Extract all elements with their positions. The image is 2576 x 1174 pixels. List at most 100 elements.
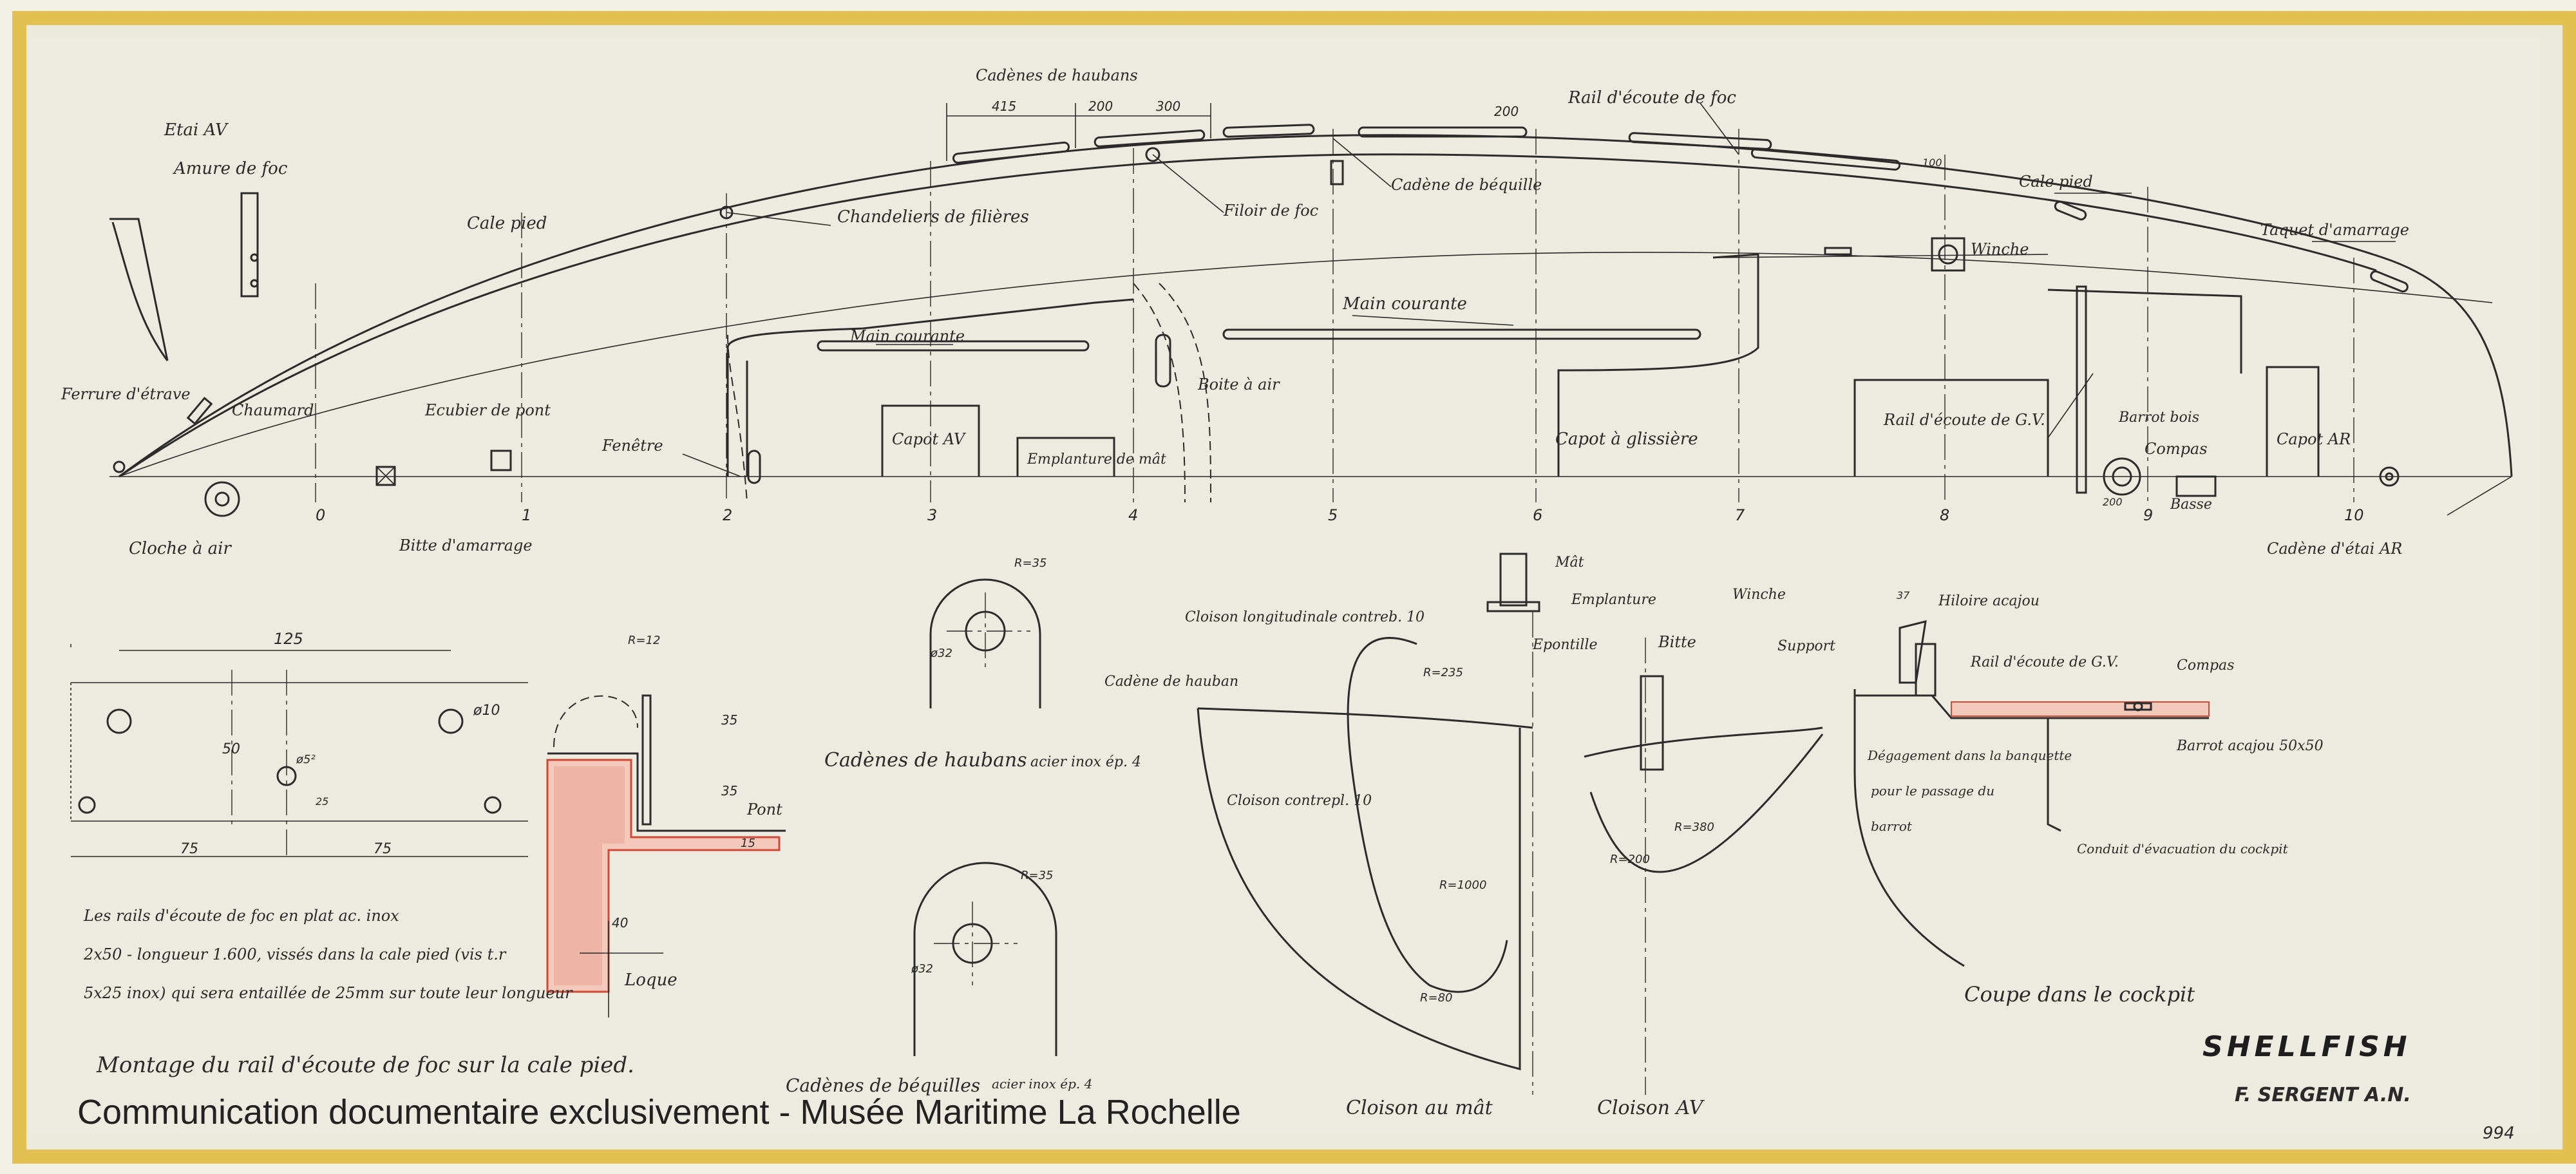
caption-coupe-cockpit: Coupe dans le cockpit	[1964, 982, 2195, 1007]
dim-r1000: R=1000	[1439, 878, 1486, 892]
label-cadenes-haubans: Cadènes de haubans	[976, 66, 1138, 84]
label-degagement-1: Dégagement dans la banquette	[1867, 748, 2072, 763]
caption-cadenes-haubans: Cadènes de haubans	[824, 749, 1027, 772]
label-capot-glissiere: Capot à glissière	[1555, 430, 1698, 449]
bitte-icon	[375, 466, 396, 486]
label-emplanture-mat: Emplanture de mât	[1027, 451, 1166, 468]
dim-d32b: ø32	[911, 962, 933, 976]
handrail-aft	[1222, 328, 1701, 340]
fwd-bulkhead-section: Bitte R=200 R=380 Cloison AV	[1584, 633, 1824, 1119]
label-support: Support	[1777, 638, 1835, 654]
station-1: 1	[522, 506, 531, 524]
label-bitte: Bitte	[1658, 633, 1696, 651]
label-etai-av: Etai AV	[164, 120, 229, 140]
label-cloison-contrepl: Cloison contrepl. 10	[1227, 793, 1372, 809]
station-2: 2	[723, 506, 732, 524]
dim-200b: 200	[1494, 104, 1519, 119]
cadene-details: R=35 ø32 Cadènes de haubans acier inox é…	[786, 556, 1141, 1096]
label-winche-top: Winche	[1971, 240, 2029, 258]
dim-r380: R=380	[1674, 820, 1714, 834]
label-amure-foc: Amure de foc	[173, 159, 288, 178]
caption-cloison-mat: Cloison au mât	[1346, 1097, 1493, 1119]
emplanture-outline	[1016, 437, 1115, 477]
dim-15: 15	[741, 837, 755, 850]
deck-dimensions: 415 200 300 200 100 200	[946, 99, 2123, 508]
label-chaumard: Chaumard	[232, 401, 314, 419]
label-degagement-3: barrot	[1871, 819, 1913, 834]
spec-cadenes-bequilles: acier inox ép. 4	[992, 1076, 1092, 1092]
rail-segments	[952, 124, 2409, 293]
station-8: 8	[1940, 506, 1949, 524]
winch-icon	[1938, 244, 1958, 265]
label-ecubier: Ecubier de pont	[424, 401, 551, 419]
rail-plate-detail: 125 50 ø10 ø5² 25 75 75	[70, 630, 528, 857]
dim-125: 125	[274, 630, 303, 648]
watermark-text: Communication documentaire exclusivement…	[77, 1093, 1241, 1131]
notes: Les rails d'écoute de foc en plat ac. in…	[83, 907, 634, 1078]
station-10: 10	[2344, 506, 2364, 524]
dim-100: 100	[1922, 156, 1942, 169]
air-box-dash-2	[1159, 283, 1211, 503]
mast-bulkhead-section: Mât Emplanture Cloison longitudinale con…	[1104, 553, 1656, 1119]
note-line-3: 5x25 inox) qui sera entaillée de 25mm su…	[84, 984, 573, 1002]
label-boite-air: Boite à air	[1197, 375, 1280, 393]
label-winche-section: Winche	[1732, 587, 1786, 603]
deck-edge-upper	[118, 134, 2513, 478]
dim-r80: R=80	[1420, 991, 1453, 1005]
dim-300: 300	[1156, 99, 1180, 114]
note-line-1: Les rails d'écoute de foc en plat ac. in…	[83, 907, 399, 925]
ecubier-icon	[490, 450, 512, 471]
architect-name: F. SERGENT A.N.	[2235, 1084, 2411, 1106]
compass-icon	[2103, 457, 2141, 496]
label-cadene-bequille: Cadène de béquille	[1391, 176, 1542, 194]
dim-d32a: ø32	[930, 647, 952, 660]
label-degagement-2: pour le passage du	[1871, 783, 1994, 799]
caption-cloison-av: Cloison AV	[1597, 1097, 1705, 1119]
cloche-icon	[204, 481, 240, 517]
label-cale-pied-2: Cale pied	[2019, 173, 2093, 191]
dim-40: 40	[612, 915, 628, 931]
cabin-top	[1712, 254, 2049, 258]
fenetre-slot	[747, 450, 761, 484]
drawing-area	[28, 39, 2540, 1133]
dim-d5: ø5²	[296, 753, 316, 766]
window-dash	[727, 334, 748, 503]
dim-35b: 35	[721, 783, 737, 799]
dim-r12: R=12	[628, 634, 661, 647]
label-filoir-foc: Filoir de foc	[1223, 202, 1318, 220]
label-taquet: Taquet d'amarrage	[2260, 221, 2409, 239]
label-bitte-amarrage: Bitte d'amarrage	[399, 536, 533, 554]
dim-r200: R=200	[1610, 853, 1650, 866]
deck-labels: Etai AV Amure de foc Ferrure d'étrave Ch…	[61, 66, 2409, 558]
deck-plan	[109, 102, 2513, 517]
label-hiloire: Hiloire acajou	[1938, 593, 2040, 609]
note-line-2: 2x50 - longueur 1.600, vissés dans la ca…	[83, 945, 507, 963]
label-barrot-acajou: Barrot acajou 50x50	[2176, 738, 2324, 754]
label-ferrure-etrave: Ferrure d'étrave	[61, 385, 191, 403]
label-cadene-hauban: Cadène de hauban	[1104, 674, 1238, 690]
station-0: 0	[316, 506, 325, 524]
station-4: 4	[1128, 506, 1138, 524]
label-conduit: Conduit d'évacuation du cockpit	[2077, 841, 2289, 857]
label-capot-av: Capot AV	[892, 430, 967, 448]
label-epontille: Epontille	[1532, 637, 1598, 653]
dim-75b: 75	[374, 841, 392, 857]
label-rail-gv-section: Rail d'écoute de G.V.	[1970, 654, 2119, 670]
air-box-dash-1	[1133, 283, 1186, 503]
handrail-fwd	[817, 340, 1090, 352]
gv-rail	[2076, 285, 2087, 494]
label-main-courante-1: Main courante	[849, 327, 965, 345]
station-5: 5	[1328, 506, 1338, 524]
label-rail-ecoute-foc: Rail d'écoute de foc	[1567, 88, 1736, 108]
station-7: 7	[1735, 506, 1745, 524]
station-labels: 0 1 2 3 4 5 6 7 8 9 10	[316, 506, 2364, 524]
dim-r235: R=235	[1423, 666, 1463, 679]
winch-block	[1931, 237, 1965, 272]
cockpit-coaming	[2047, 289, 2242, 374]
toe-rail-section: 35 35 40 R=12 15 Pont Loque	[546, 634, 786, 1018]
dim-200a: 200	[1088, 99, 1113, 114]
caption-montage: Montage du rail d'écoute de foc sur la c…	[96, 1052, 634, 1078]
dim-25: 25	[316, 795, 328, 808]
dim-r35b: R=35	[1021, 869, 1054, 882]
